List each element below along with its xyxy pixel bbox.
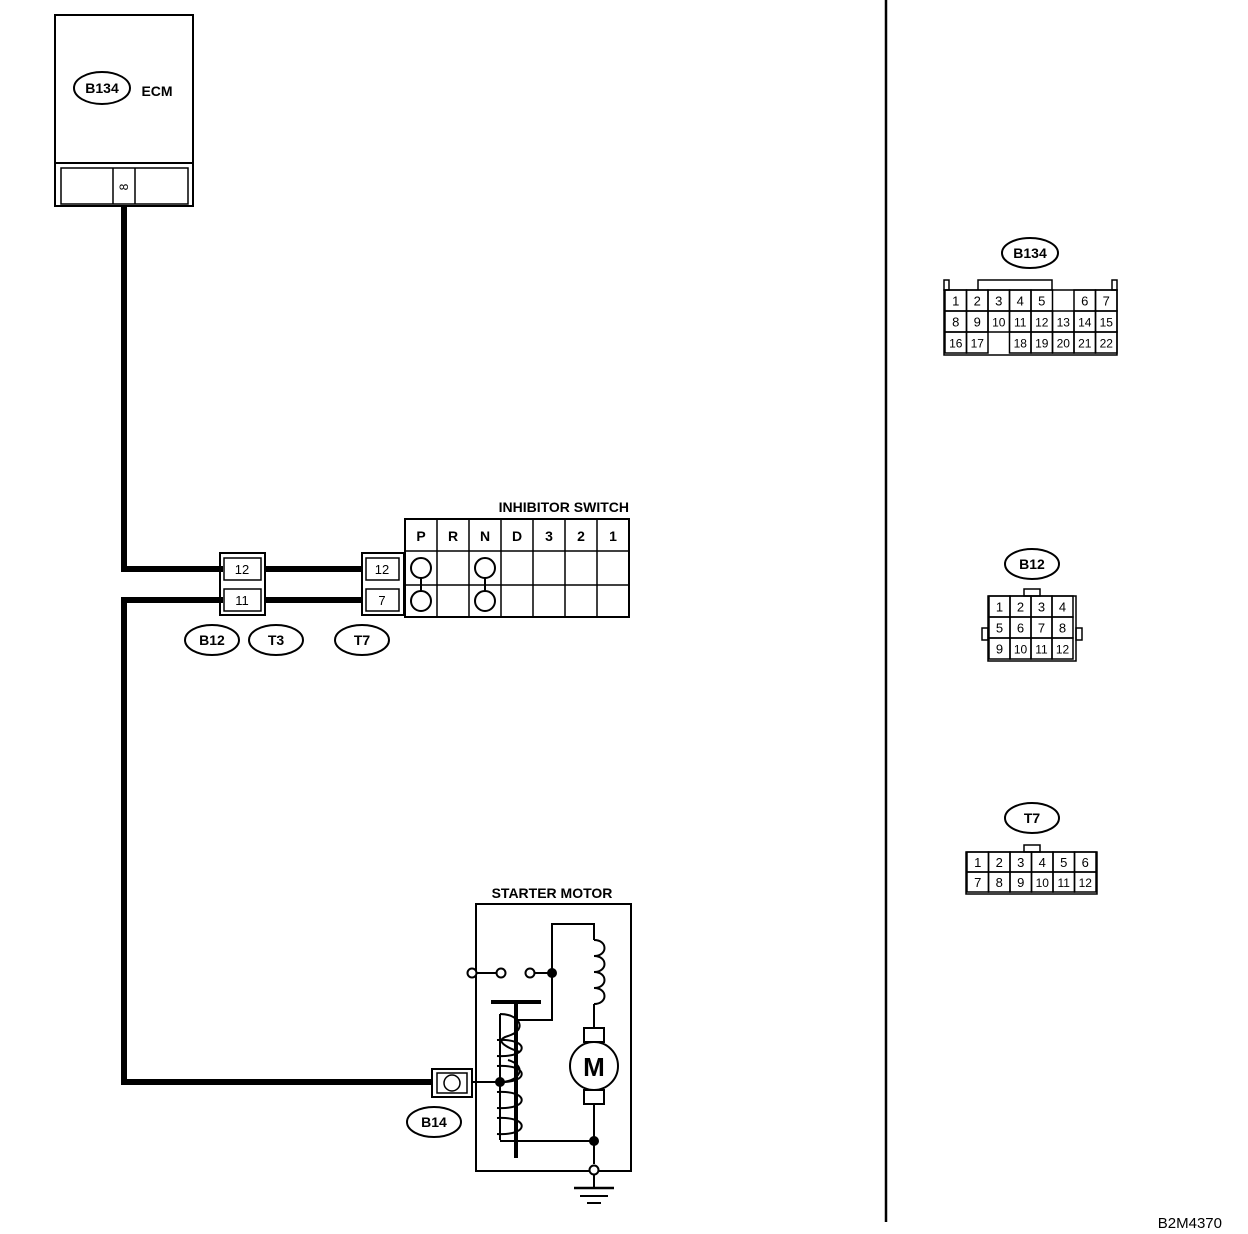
b134-pin-19: 19 <box>1035 337 1049 351</box>
b134-pin-6: 6 <box>1081 294 1088 309</box>
b134-pin-7: 7 <box>1103 294 1110 309</box>
t7-view-label: T7 <box>1024 810 1041 826</box>
pin-cell <box>965 331 989 354</box>
t7-pin-10: 10 <box>1036 876 1050 890</box>
t7-pin-12: 12 <box>1079 876 1093 890</box>
ecm-connector-label: B134 <box>85 80 119 96</box>
t7-pin-2: 2 <box>996 855 1003 870</box>
b12-pin-7: 7 <box>1038 621 1045 636</box>
b134-pin-12: 12 <box>1035 316 1049 330</box>
inhibitor-connector-t7: 12 7 <box>361 552 405 616</box>
diagram-code: B2M4370 <box>1158 1215 1222 1232</box>
connector-id-ovals: B12 T3 T7 <box>184 624 390 656</box>
position-1: 1 <box>609 528 617 544</box>
t7-pin-6: 6 <box>1082 855 1089 870</box>
starter-motor-title: STARTER MOTOR <box>492 885 613 901</box>
b12-pin-1: 1 <box>996 600 1003 615</box>
t7-pin-12: 12 <box>375 562 389 577</box>
wire-harness <box>121 206 432 1085</box>
b134-pin-21: 21 <box>1078 337 1092 351</box>
b12-pin-5: 5 <box>996 621 1003 636</box>
inhibitor-switch-title: INHIBITOR SWITCH <box>499 499 629 515</box>
b134-pin-17: 17 <box>971 337 985 351</box>
pin-cell <box>1094 331 1118 354</box>
position-d: D <box>512 528 522 544</box>
b12-pin-10: 10 <box>1014 643 1028 657</box>
t7-pin-9: 9 <box>1017 875 1024 890</box>
b134-pin-13: 13 <box>1057 316 1071 330</box>
b134-pin-18: 18 <box>1014 337 1028 351</box>
b134-pin-22: 22 <box>1100 337 1114 351</box>
t7-pin-5: 5 <box>1060 855 1067 870</box>
position-p: P <box>416 528 425 544</box>
b12-pin-12: 12 <box>1056 643 1070 657</box>
t7-pin-7: 7 <box>974 875 981 890</box>
b12-pin-2: 2 <box>1017 600 1024 615</box>
position-2: 2 <box>577 528 585 544</box>
b12-pin-9: 9 <box>996 642 1003 657</box>
t7-pin-11: 11 <box>1058 876 1071 890</box>
t7-pin-4: 4 <box>1039 855 1046 870</box>
t7-pin-3: 3 <box>1017 855 1024 870</box>
oval-t3: T3 <box>268 632 285 648</box>
starter-motor: STARTER MOTOR B14 <box>406 885 632 1204</box>
harness-pin-11: 11 <box>235 593 249 608</box>
b134-pin-3: 3 <box>995 294 1002 309</box>
motor-symbol: M <box>583 1052 605 1082</box>
b12-pin-8: 8 <box>1059 621 1066 636</box>
oval-b14: B14 <box>421 1114 447 1130</box>
pin-cell <box>1051 637 1074 660</box>
oval-t7: T7 <box>354 632 371 648</box>
b134-pin-14: 14 <box>1078 316 1092 330</box>
position-r: R <box>448 528 458 544</box>
oval-b12: B12 <box>199 632 225 648</box>
b134-pin-2: 2 <box>974 294 981 309</box>
b134-pin-11: 11 <box>1014 316 1027 330</box>
harness-connector-b12-t3: 12 11 <box>219 552 266 616</box>
ecm-unit: B134 ECM 8 <box>54 14 194 207</box>
b134-pin-16: 16 <box>949 337 963 351</box>
pin-cell <box>1073 871 1097 893</box>
b134-pin-5: 5 <box>1038 294 1045 309</box>
position-n: N <box>480 528 490 544</box>
t7-pin-8: 8 <box>996 875 1003 890</box>
b12-view-label: B12 <box>1019 556 1045 572</box>
b12-pin-11: 11 <box>1035 643 1048 657</box>
ecm-label: ECM <box>141 83 172 99</box>
b12-pin-6: 6 <box>1017 621 1024 636</box>
b12-pin-4: 4 <box>1059 600 1066 615</box>
b134-pin-9: 9 <box>974 315 981 330</box>
b134-view-label: B134 <box>1013 245 1047 261</box>
t7-pin-7: 7 <box>378 593 385 608</box>
inhibitor-switch-table: INHIBITOR SWITCH P R N D 3 2 1 <box>404 499 630 618</box>
b12-pin-3: 3 <box>1038 600 1045 615</box>
b134-pin-4: 4 <box>1017 294 1024 309</box>
b134-pin-15: 15 <box>1100 316 1114 330</box>
b134-pin-1: 1 <box>952 294 959 309</box>
t7-pin-1: 1 <box>974 855 981 870</box>
position-3: 3 <box>545 528 553 544</box>
harness-pin-12: 12 <box>235 562 249 577</box>
ecm-pin-label: 8 <box>117 183 131 190</box>
b134-pin-8: 8 <box>952 315 959 330</box>
b134-pin-20: 20 <box>1057 337 1071 351</box>
b134-pin-10: 10 <box>992 316 1006 330</box>
